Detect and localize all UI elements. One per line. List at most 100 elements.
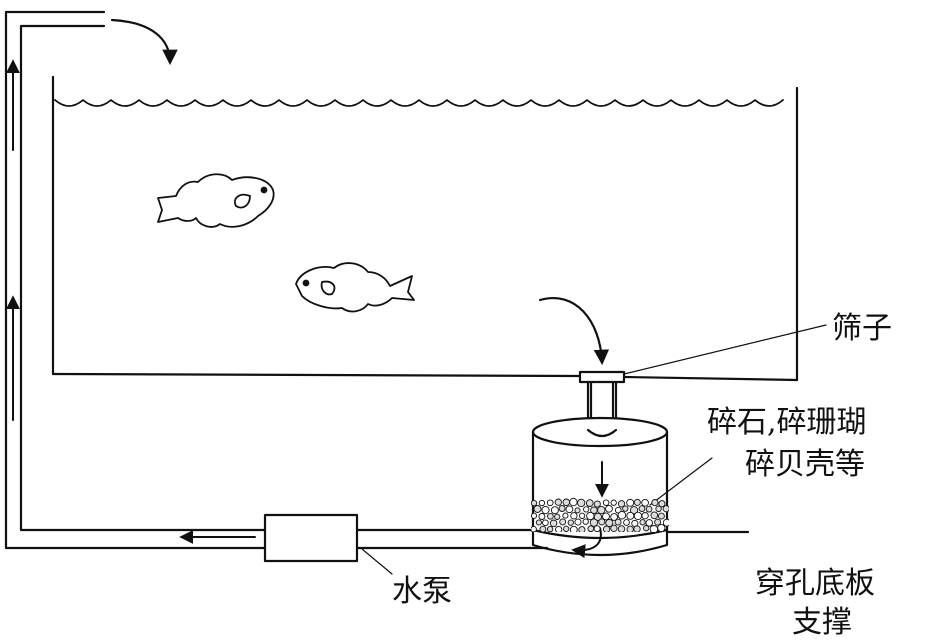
pebble — [654, 518, 662, 526]
pebble — [538, 513, 546, 520]
pebble — [593, 525, 601, 532]
pebble — [649, 525, 659, 532]
pebble — [546, 525, 554, 532]
pebble — [638, 505, 646, 512]
pebble — [549, 519, 558, 528]
pebble — [605, 518, 614, 528]
outlet-arrow-icon — [571, 527, 602, 559]
pebble — [658, 500, 666, 508]
inflow-arrow-icon — [538, 297, 610, 366]
pebble — [583, 506, 590, 513]
pebble — [602, 525, 611, 532]
pebble — [558, 505, 566, 512]
pebble — [574, 518, 582, 526]
sieve — [578, 370, 626, 384]
pebble — [554, 498, 562, 506]
pebble — [645, 519, 654, 527]
pebble — [541, 505, 550, 515]
pebble — [546, 499, 554, 507]
pebble — [578, 526, 586, 532]
pebble — [662, 505, 669, 513]
pebble — [650, 511, 659, 520]
return-pipe — [4, 10, 750, 550]
pebble — [641, 512, 649, 520]
pebble — [641, 498, 649, 507]
pebble — [547, 512, 554, 520]
outflow-arrow-icon — [110, 18, 178, 66]
pebble — [559, 518, 567, 526]
pebble — [597, 505, 606, 515]
pebble — [565, 505, 574, 514]
pebble — [531, 499, 538, 507]
pebble — [542, 519, 549, 527]
label-sieve: 筛子 — [832, 311, 892, 346]
pebble — [633, 525, 641, 532]
pebble — [657, 523, 666, 532]
pebble — [602, 499, 610, 506]
pebble — [570, 512, 578, 520]
pebble — [610, 513, 618, 521]
water-surface — [54, 99, 784, 107]
label-support-line2: 支撑 — [792, 605, 852, 640]
pebble — [589, 518, 599, 527]
pebble — [539, 525, 547, 532]
pebble — [582, 518, 589, 525]
pebble — [555, 525, 563, 532]
fish-tank — [51, 75, 799, 382]
pebble — [617, 500, 626, 508]
water-pump — [263, 513, 359, 563]
pebble — [639, 519, 646, 526]
pebble — [550, 506, 559, 515]
pebble — [593, 512, 603, 522]
pebble — [633, 511, 643, 521]
pebble — [623, 519, 630, 526]
filter-gravel — [531, 498, 669, 532]
pebble — [578, 512, 586, 519]
pebble — [538, 499, 546, 507]
pebble — [645, 505, 653, 513]
pebble — [593, 500, 601, 508]
pebble — [617, 525, 626, 532]
leader-lines — [361, 324, 827, 575]
pebble — [598, 518, 606, 526]
fish-icon — [157, 173, 275, 228]
pebble — [602, 512, 610, 521]
pebble — [643, 525, 650, 532]
pebble — [626, 498, 635, 507]
pebble — [533, 505, 542, 513]
pebble — [617, 510, 627, 520]
pebble — [657, 512, 665, 520]
label-pump: 水泵 — [392, 574, 452, 609]
pebble — [577, 498, 586, 508]
pebble — [605, 504, 613, 513]
pebble — [585, 499, 594, 507]
pebble — [562, 512, 569, 519]
pebble — [622, 505, 629, 512]
pebble — [651, 499, 659, 507]
pebble — [626, 511, 635, 520]
pebble — [626, 525, 634, 532]
pebble — [614, 518, 622, 526]
pebble — [633, 498, 641, 506]
pebble — [531, 525, 537, 532]
label-media-line2: 碎贝壳等 — [745, 447, 865, 482]
pebble — [562, 498, 571, 507]
pebble — [567, 519, 574, 526]
label-media-line1: 碎石,碎珊瑚 — [707, 405, 867, 440]
pebble — [535, 519, 542, 526]
pebble — [630, 506, 639, 515]
pebble — [610, 524, 618, 532]
pebble — [587, 525, 595, 532]
pebble — [563, 525, 570, 532]
pebble — [574, 507, 581, 514]
fish-icon — [295, 262, 415, 313]
pebble — [554, 513, 561, 520]
label-support-line1: 穿孔底板 — [755, 566, 875, 601]
pebble — [569, 525, 578, 532]
pebble — [531, 512, 538, 519]
pebble — [610, 499, 617, 506]
pebble — [655, 505, 662, 513]
pebble — [662, 518, 669, 527]
pebble — [569, 498, 578, 507]
